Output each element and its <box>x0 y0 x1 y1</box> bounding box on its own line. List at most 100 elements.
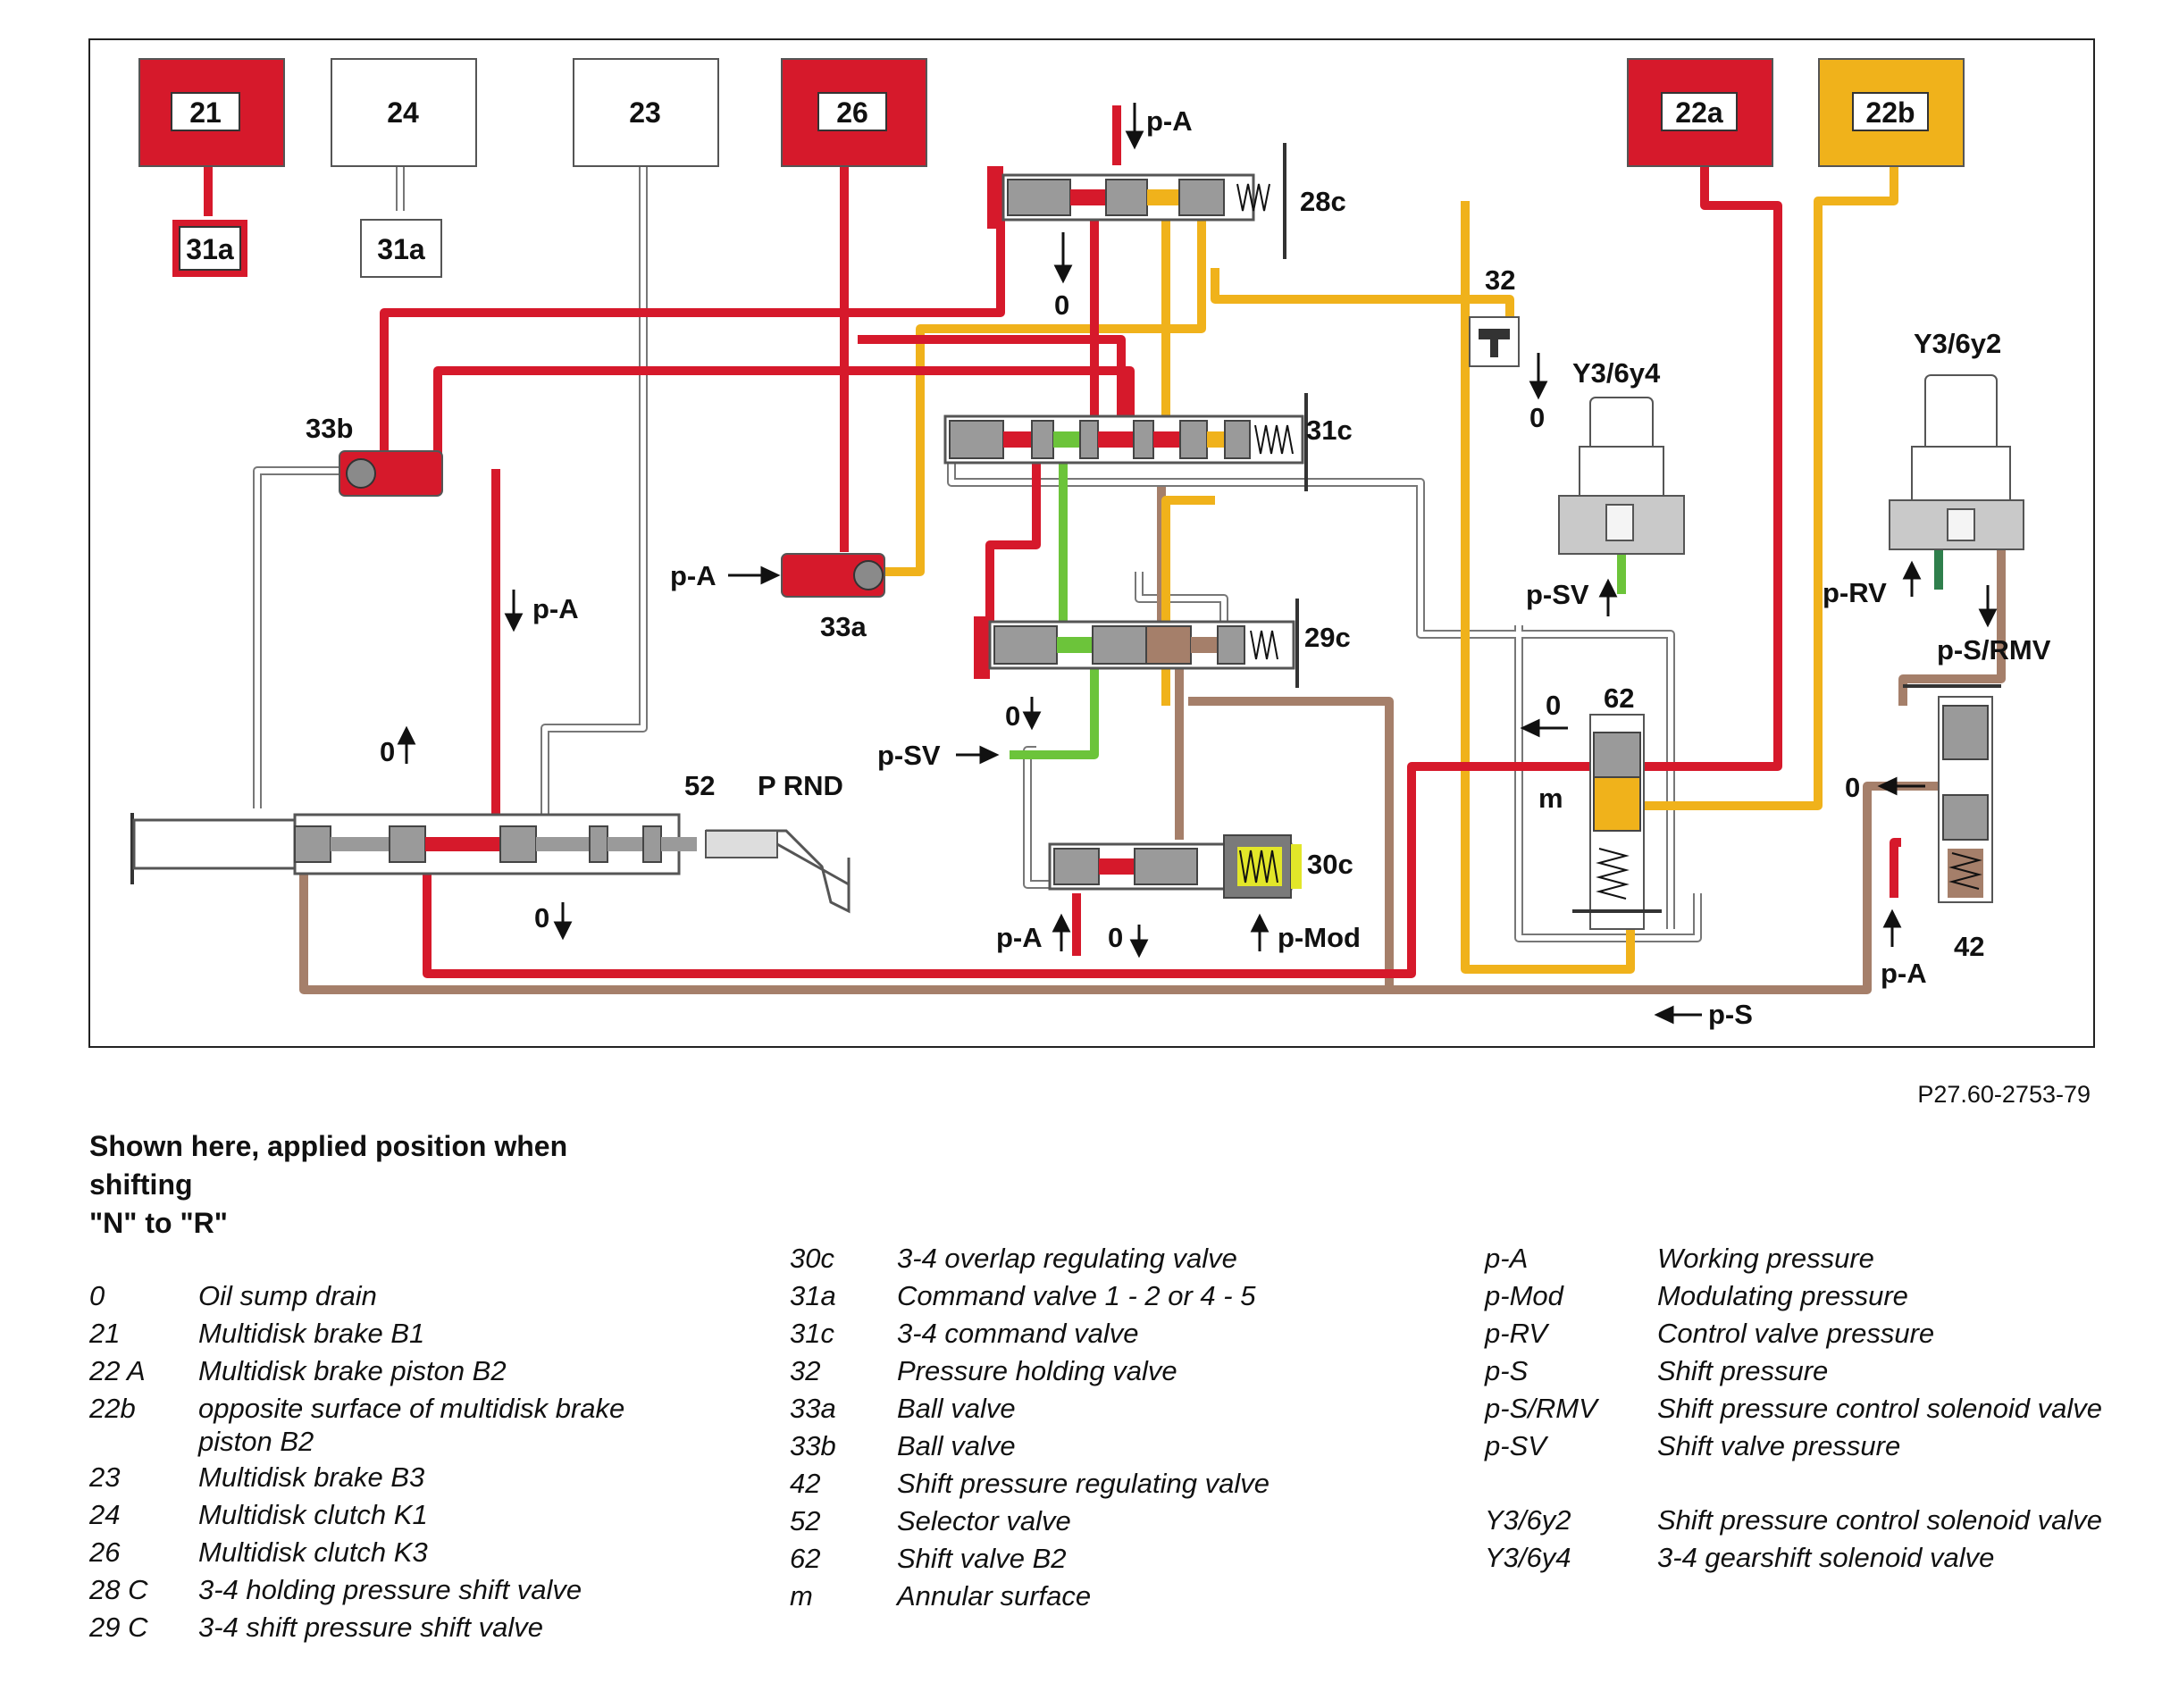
legend-row: Y3/6y4 3-4 gearshift solenoid valve <box>1485 1539 2110 1576</box>
legend-desc: Control valve pressure <box>1657 1318 1935 1349</box>
legend-row: 33b Ball valve <box>790 1428 1362 1464</box>
label-zero-52-down: 0 <box>534 902 549 934</box>
label-32: 32 <box>1485 264 1515 296</box>
valve-28c <box>987 143 1286 259</box>
label-zero-62: 0 <box>1546 690 1561 721</box>
legend-code: p-S <box>1485 1355 1529 1386</box>
legend-code: 33b <box>790 1430 836 1461</box>
label-pa-top: p-A <box>1146 105 1193 137</box>
label-33b: 33b <box>306 413 353 444</box>
valve-32 <box>1469 316 1520 367</box>
legend-code: Y3/6y2 <box>1485 1504 1571 1536</box>
legend-desc: 3-4 command valve <box>897 1318 1139 1349</box>
valve-52 <box>130 813 851 914</box>
label-pa-42: p-A <box>1881 958 1927 989</box>
legend-desc: Modulating pressure <box>1657 1280 1908 1311</box>
label-28c: 28c <box>1300 186 1346 217</box>
label-y3-6y2: Y3/6y2 <box>1914 328 2001 359</box>
legend-row: p-S/RMV Shift pressure control solenoid v… <box>1485 1390 2110 1427</box>
legend-code: Y3/6y4 <box>1485 1542 1571 1573</box>
label-m: m <box>1538 783 1563 814</box>
legend-code: 26 <box>89 1536 121 1568</box>
legend-code: 31a <box>790 1280 836 1311</box>
label-ps: p-S <box>1708 999 1753 1030</box>
legend-row: 42 Shift pressure regulating valve <box>790 1465 1362 1502</box>
valve-29c <box>974 599 1299 688</box>
legend-row: 24 Multidisk clutch K1 <box>89 1496 697 1533</box>
box-31a-white-label: 31a <box>377 233 425 265</box>
legend-desc: Oil sump drain <box>198 1280 377 1311</box>
legend-code: p-S/RMV <box>1485 1393 1597 1424</box>
label-42: 42 <box>1954 931 1984 962</box>
label-29c: 29c <box>1304 622 1351 653</box>
legend-desc: Shift pressure regulating valve <box>897 1468 1270 1499</box>
legend-desc: 3-4 gearshift solenoid valve <box>1657 1542 1995 1573</box>
legend-desc: Command valve 1 - 2 or 4 - 5 <box>897 1280 1256 1311</box>
solenoid-y3-6y2 <box>1889 374 2024 550</box>
legend-desc: Shift valve pressure <box>1657 1430 1901 1461</box>
legend-code: 0 <box>89 1280 105 1311</box>
legend-code: 23 <box>89 1461 121 1493</box>
legend-row: p-RV Control valve pressure <box>1485 1315 2110 1352</box>
label-zero-28c: 0 <box>1054 289 1069 321</box>
label-zero-52-up: 0 <box>380 736 395 767</box>
legend-code: 42 <box>790 1468 821 1499</box>
legend-desc: Multidisk brake B3 <box>198 1461 425 1493</box>
caption: Shown here, applied position when shifti… <box>89 1127 643 1243</box>
valve-30c <box>1048 834 1302 899</box>
solenoid-y3-6y4 <box>1558 397 1685 555</box>
label-zero-30c: 0 <box>1108 922 1123 953</box>
legend-code: 24 <box>89 1499 121 1530</box>
legend-desc: Shift pressure control solenoid valve <box>1657 1393 2102 1424</box>
label-zero-32: 0 <box>1529 402 1545 433</box>
legend-code: p-RV <box>1485 1318 1548 1349</box>
legend-desc: Ball valve <box>897 1393 1016 1424</box>
box-21-label: 21 <box>189 96 222 129</box>
legend-desc: Shift pressure control solenoid valve <box>1657 1504 2102 1536</box>
legend-code: 29 C <box>89 1612 148 1643</box>
legend-desc: Multidisk clutch K1 <box>198 1499 428 1530</box>
flow-arrows <box>397 103 1998 1025</box>
legend-code: 28 C <box>89 1574 148 1605</box>
label-psrmv: p-S/RMV <box>1937 634 2051 666</box>
legend-row: 28 C 3-4 holding pressure shift valve <box>89 1571 697 1608</box>
label-zero-29c: 0 <box>1005 700 1020 732</box>
box-24: 24 <box>331 58 477 167</box>
label-pa-30c: p-A <box>996 922 1043 953</box>
legend-row: 31a Command valve 1 - 2 or 4 - 5 <box>790 1277 1362 1314</box>
label-prv: p-RV <box>1823 577 1887 608</box>
box-31a-red-label: 31a <box>186 233 234 265</box>
label-prnd: P RND <box>758 770 843 801</box>
legend-row: 0 Oil sump drain <box>89 1277 697 1314</box>
label-psv-right: p-SV <box>1526 579 1589 610</box>
legend-desc: Shift pressure <box>1657 1355 1829 1386</box>
legend-code: 62 <box>790 1543 821 1574</box>
label-62: 62 <box>1604 682 1634 714</box>
legend-desc: 3-4 holding pressure shift valve <box>198 1574 582 1605</box>
legend-desc: Ball valve <box>897 1430 1016 1461</box>
valve-31c <box>943 393 1308 491</box>
label-pmod: p-Mod <box>1278 922 1361 953</box>
legend-code: 22 A <box>89 1355 146 1386</box>
box-23: 23 <box>573 58 719 167</box>
label-31c: 31c <box>1306 414 1353 446</box>
label-zero-42: 0 <box>1845 772 1860 803</box>
diagram-labels: p-A 28c 0 31c 33b 33a p-A p-A 29c 0 p-SV… <box>306 105 2051 1030</box>
legend-desc: Pressure holding valve <box>897 1355 1177 1386</box>
box-23-label: 23 <box>629 96 661 129</box>
valve-33b <box>339 450 443 497</box>
red-lines <box>204 105 1901 978</box>
